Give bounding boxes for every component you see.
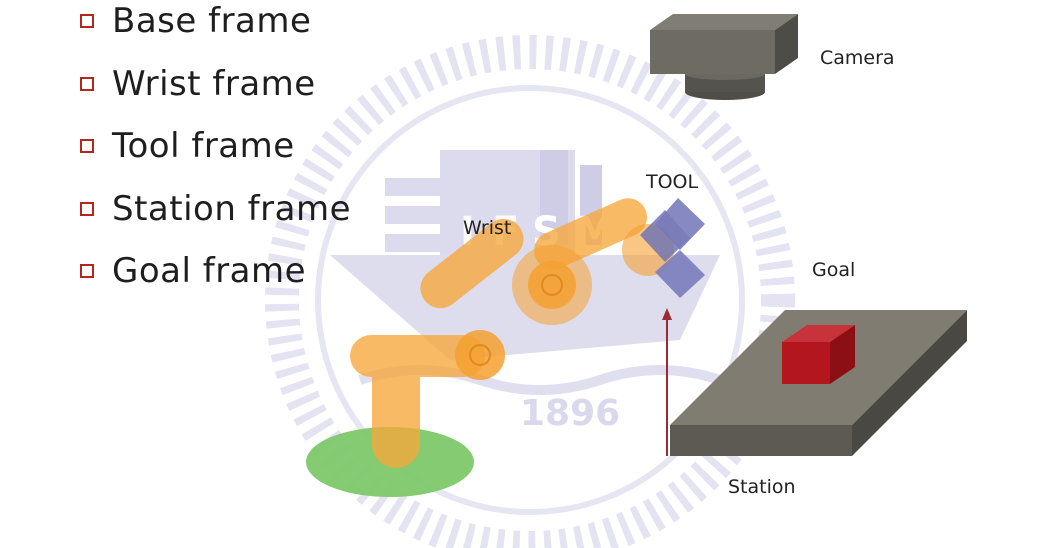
watermark-outer-ring [265, 35, 795, 548]
frame-bullet-list: Base frame Wrist frame Tool frame Statio… [80, 0, 351, 313]
checkbox-bullet-icon [80, 139, 94, 154]
bullet-item-station-frame: Station frame [80, 178, 351, 241]
checkbox-bullet-icon [80, 14, 94, 29]
wrist-label: Wrist [463, 217, 511, 239]
bullet-label: Station frame [112, 188, 352, 229]
checkbox-bullet-icon [80, 201, 94, 216]
bullet-label: Goal frame [112, 251, 307, 292]
bullet-label: Wrist frame [112, 63, 316, 104]
elbow-joint [455, 330, 505, 380]
tool-label: TOOL [645, 171, 699, 193]
station-label: Station [728, 476, 796, 498]
camera-shape [650, 14, 798, 100]
tool-gripper [640, 198, 705, 298]
checkbox-bullet-icon [80, 76, 94, 91]
bullet-label: Base frame [112, 1, 312, 42]
watermark-inner-ring [315, 85, 745, 515]
station-z-arrow [662, 308, 672, 456]
bullet-label: Tool frame [112, 126, 295, 167]
bullet-item-tool-frame: Tool frame [80, 115, 351, 178]
goal-box [782, 325, 855, 384]
goal-label: Goal [812, 259, 855, 281]
bullet-item-wrist-frame: Wrist frame [80, 53, 351, 116]
bullet-item-goal-frame: Goal frame [80, 240, 351, 303]
watermark-year: 1896 [520, 393, 620, 434]
bullet-item-base-frame: Base frame [80, 0, 351, 53]
wrist-joint [512, 245, 592, 325]
checkbox-bullet-icon [80, 264, 94, 279]
camera-label: Camera [820, 47, 895, 69]
